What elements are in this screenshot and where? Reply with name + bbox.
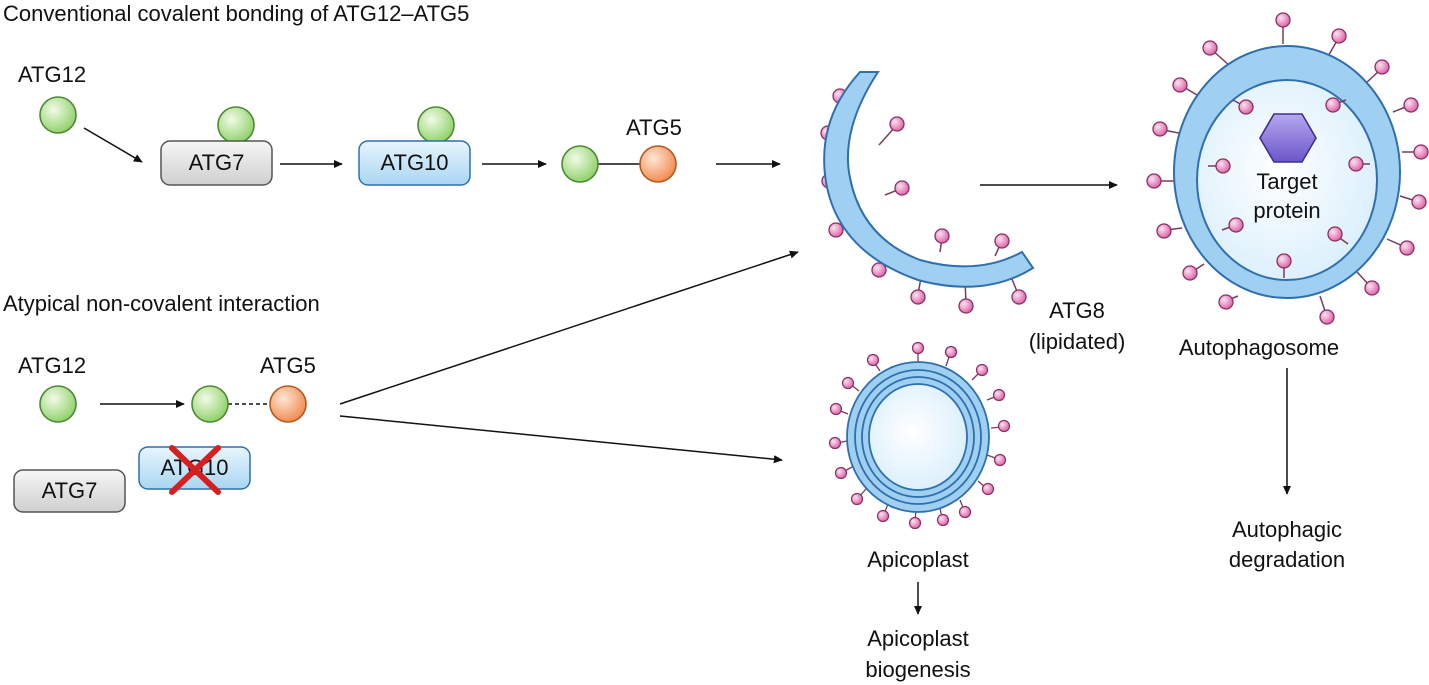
autophagic-degradation-line1: Autophagic	[1232, 517, 1342, 542]
phagophore-membrane	[823, 71, 1035, 288]
atg5-noncovalent-sphere	[269, 385, 307, 423]
atg12-label-top: ATG12	[18, 62, 86, 87]
atg8-label-line2: (lipidated)	[1029, 329, 1126, 354]
atg8-lipid-spots-outer	[1146, 12, 1429, 325]
atg12-label-bottom: ATG12	[18, 353, 86, 378]
atg12-on-atg10-sphere	[417, 106, 455, 144]
target-protein-hexagon-icon	[1259, 113, 1317, 163]
apicoplast-membranes	[846, 361, 990, 513]
atg5-label-bottom: ATG5	[260, 353, 316, 378]
atg8-lipid-spots-inner	[1208, 97, 1370, 278]
atg7-label-bottom: ATG7	[42, 478, 98, 503]
atg12-sphere-bottom	[39, 385, 77, 423]
atg12-on-atg7-sphere	[217, 106, 255, 144]
conventional-section-title: Conventional covalent bonding of ATG12–A…	[3, 1, 469, 26]
atg5-label-top: ATG5	[626, 115, 682, 140]
target-protein-label-line1: Target	[1256, 169, 1317, 194]
atg12-noncovalent-sphere	[191, 385, 229, 423]
atg5-conjugated-sphere	[639, 145, 677, 183]
arrow-atypical-to-apicoplast	[339, 415, 783, 464]
arrow-atg12-to-atg7	[83, 127, 143, 163]
arrow-atypical-to-membrane	[339, 250, 799, 405]
atg10-label-top: ATG10	[380, 150, 448, 175]
atg8-label-line1: ATG8	[1049, 298, 1105, 323]
autophagic-degradation-line2: degradation	[1229, 547, 1345, 572]
autophagosome-label: Autophagosome	[1179, 335, 1339, 360]
apicoplast-biogenesis-line1: Apicoplast	[867, 626, 969, 651]
atg10-box-top	[358, 140, 471, 186]
atg8-lipid-spots-apicoplast	[828, 341, 1011, 530]
atg7-box-bottom	[13, 469, 126, 513]
target-protein-label-line2: protein	[1253, 198, 1320, 223]
atg7-box-top	[160, 140, 273, 186]
atypical-section-title: Atypical non-covalent interaction	[3, 291, 320, 316]
atg12-conjugated-sphere	[561, 145, 599, 183]
apicoplast-biogenesis-line2: biogenesis	[865, 657, 970, 682]
atg12-sphere	[39, 96, 77, 134]
apicoplast-label: Apicoplast	[867, 547, 969, 572]
atg7-label-top: ATG7	[189, 150, 245, 175]
red-x-cross-icon	[169, 445, 221, 495]
